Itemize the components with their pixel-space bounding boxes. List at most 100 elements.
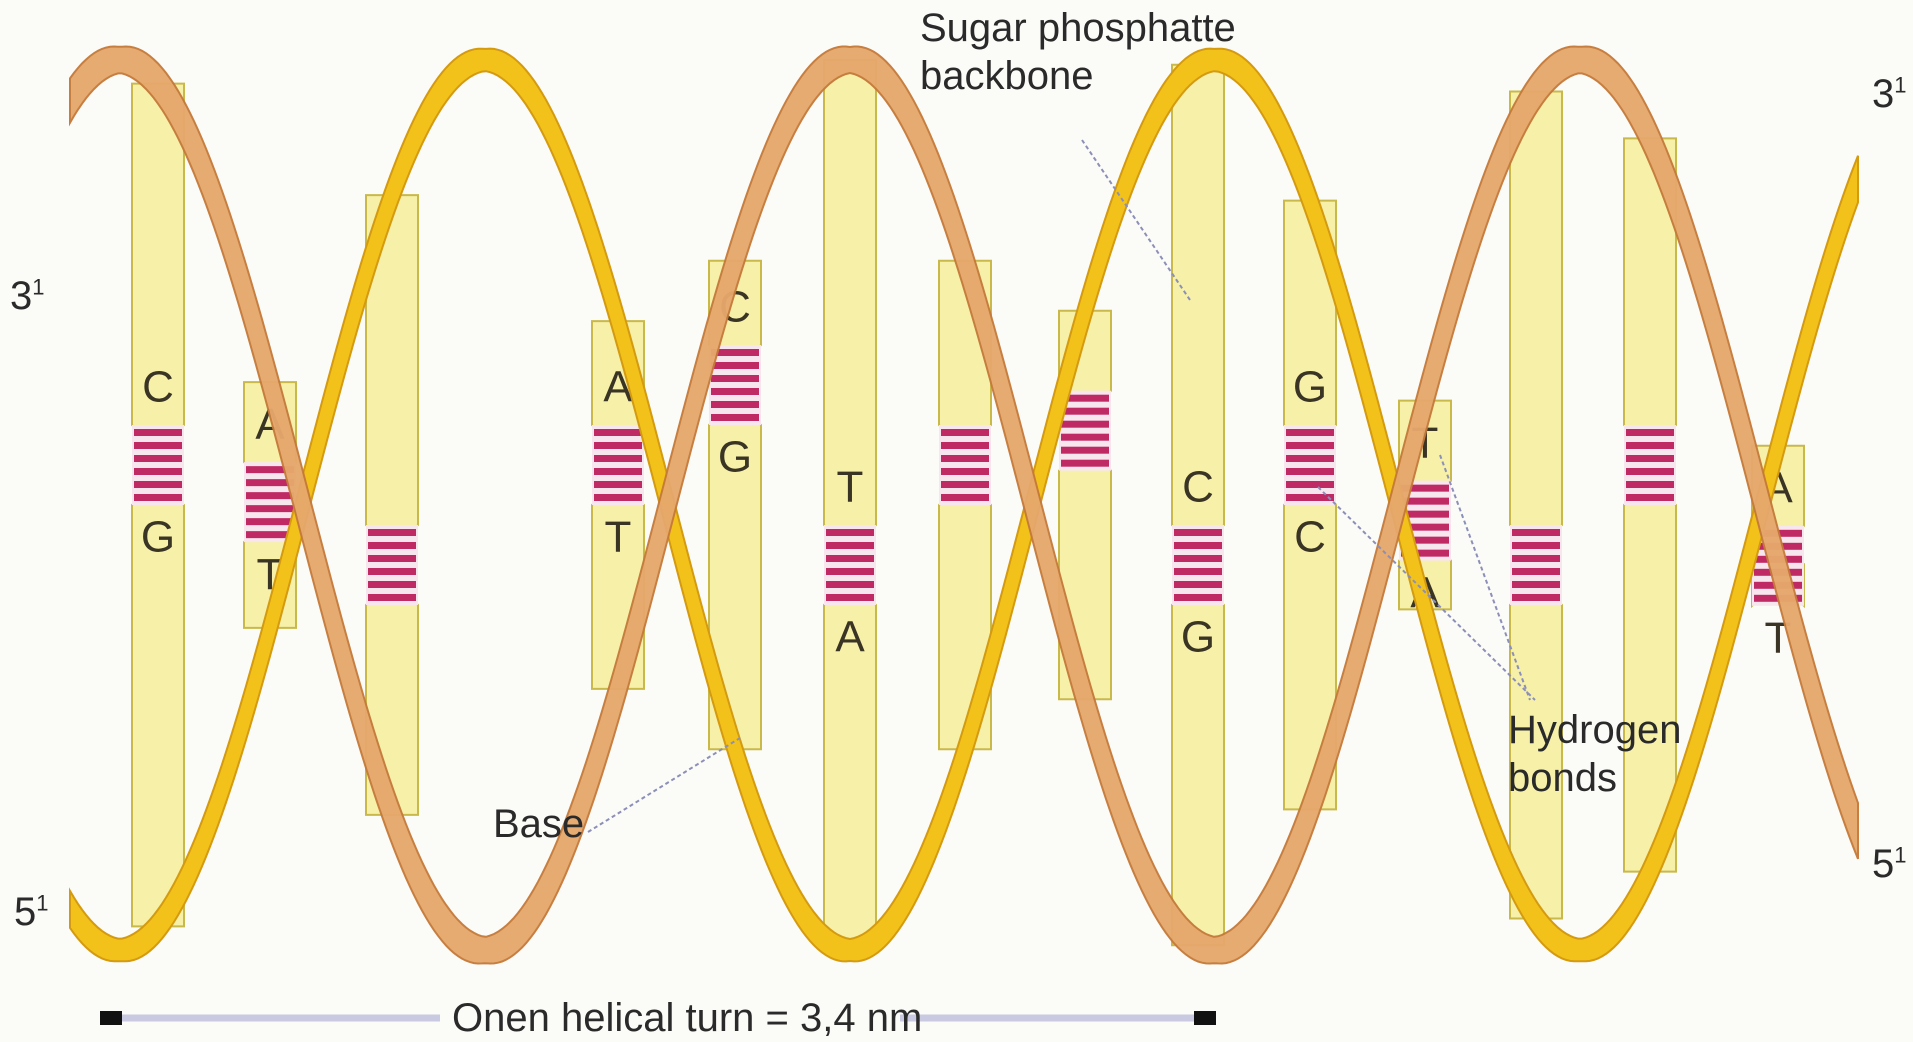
hydrogen-bond-stripe — [711, 362, 759, 369]
hydrogen-bonds — [1624, 425, 1676, 505]
base-letter-bottom: G — [1181, 613, 1215, 662]
base-label: Base — [493, 800, 584, 848]
hydrogen-bond-stripe — [941, 455, 989, 462]
hydrogen-bond-stripe — [1061, 408, 1109, 415]
hydrogen-bond-stripe — [594, 429, 642, 436]
hydrogen-bond-stripe — [941, 494, 989, 501]
base-letter-top: G — [1293, 363, 1327, 412]
base-pair: TA — [824, 60, 876, 950]
hydrogen-bond-stripe — [1174, 542, 1222, 549]
hydrogen-bond-stripe — [594, 455, 642, 462]
hydrogen-bond-stripe — [1061, 421, 1109, 428]
hydrogen-bonds — [1172, 525, 1224, 605]
base-pair: CG — [132, 84, 184, 927]
hydrogen-bond-stripe — [1174, 555, 1222, 562]
hydrogen-bond-stripe — [1626, 494, 1674, 501]
hydrogen-bond-stripe — [1626, 455, 1674, 462]
hydrogen-bonds — [1510, 525, 1562, 605]
hydrogen-bond-stripe — [1512, 594, 1560, 601]
hydrogen-bond-stripe — [1512, 568, 1560, 575]
base-letter-bottom: A — [835, 613, 865, 662]
hydrogen-bond-stripe — [134, 468, 182, 475]
hydrogen-bonds-label: Hydrogen bonds — [1508, 706, 1681, 802]
hydrogen-bond-stripe — [134, 455, 182, 462]
hydrogen-bond-stripe — [826, 542, 874, 549]
hydrogen-bond-stripe — [1286, 481, 1334, 488]
hydrogen-bond-stripe — [1061, 447, 1109, 454]
base-pointer — [588, 738, 740, 832]
base-letter-bottom: T — [605, 513, 632, 562]
hydrogen-bond-stripe — [368, 594, 416, 601]
base-letter-bottom: G — [141, 513, 175, 562]
hydrogen-bond-stripe — [1174, 594, 1222, 601]
base-letter-bottom: G — [718, 433, 752, 482]
hydrogen-bond-stripe — [711, 375, 759, 382]
hydrogen-bond-stripe — [1626, 481, 1674, 488]
base-letter-bottom: C — [1294, 513, 1326, 562]
hydrogen-bond-stripe — [134, 494, 182, 501]
backbone-label: Sugar phosphatte backbone — [920, 4, 1236, 100]
hydrogen-bond-stripe — [594, 442, 642, 449]
scale-end-left — [100, 1011, 122, 1025]
hydrogen-bond-stripe — [826, 555, 874, 562]
hydrogen-bond-stripe — [711, 414, 759, 421]
hydrogen-bonds — [939, 425, 991, 505]
hydrogen-bond-stripe — [1512, 581, 1560, 588]
hydrogen-bond-stripe — [1061, 434, 1109, 441]
hydrogen-bond-stripe — [711, 401, 759, 408]
hydrogen-bond-stripe — [594, 481, 642, 488]
base-pair: GC — [1284, 201, 1336, 810]
base-letter-top: C — [142, 363, 174, 412]
hydrogen-bond-stripe — [368, 555, 416, 562]
base-letter-top: T — [837, 463, 864, 512]
scale-end-right — [1194, 1011, 1216, 1025]
strand-end-right-bottom: 51 — [1872, 840, 1907, 888]
hydrogen-bond-stripe — [594, 468, 642, 475]
hydrogen-bond-stripe — [368, 568, 416, 575]
hydrogen-bond-stripe — [1174, 529, 1222, 536]
hydrogen-bond-stripe — [1174, 581, 1222, 588]
hydrogen-bond-stripe — [1626, 468, 1674, 475]
strand-end-right-top: 31 — [1872, 70, 1907, 118]
base-top — [1510, 92, 1562, 551]
hydrogen-bond-stripe — [1512, 529, 1560, 536]
base-pair — [366, 195, 418, 815]
hydrogen-bond-stripe — [826, 529, 874, 536]
hydrogen-bond-stripe — [246, 492, 294, 499]
hydrogen-bond-stripe — [1626, 442, 1674, 449]
hydrogen-bond-stripe — [1512, 542, 1560, 549]
hydrogen-bond-stripe — [594, 494, 642, 501]
hydrogen-bonds — [824, 525, 876, 605]
hydrogen-bond-stripe — [134, 481, 182, 488]
hydrogen-bond-stripe — [1286, 468, 1334, 475]
hydrogen-bond-stripe — [1512, 555, 1560, 562]
strand-end-left-top: 31 — [10, 272, 45, 320]
hydrogen-bond-stripe — [941, 429, 989, 436]
hydrogen-bond-stripe — [826, 568, 874, 575]
hydrogen-bonds — [366, 525, 418, 605]
hydrogen-bond-stripe — [826, 594, 874, 601]
base-pair: CG — [1172, 65, 1224, 945]
base-letter-top: C — [1182, 463, 1214, 512]
hydrogen-bond-stripe — [368, 529, 416, 536]
hydrogen-bond-stripe — [1286, 455, 1334, 462]
hydrogen-bonds — [1284, 425, 1336, 505]
helical-turn-label: Onen helical turn = 3,4 nm — [452, 994, 922, 1042]
hydrogen-bond-stripe — [941, 481, 989, 488]
hydrogen-bond-stripe — [368, 581, 416, 588]
hydrogen-bonds — [132, 425, 184, 505]
hydrogen-bond-stripe — [941, 442, 989, 449]
hydrogen-bond-stripe — [1286, 429, 1334, 436]
hydrogen-bond-stripe — [711, 388, 759, 395]
hydrogen-bond-stripe — [826, 581, 874, 588]
hydrogen-bond-stripe — [246, 505, 294, 512]
hydrogen-bond-stripe — [1174, 568, 1222, 575]
strand-end-left-bottom: 51 — [14, 888, 49, 936]
hydrogen-bond-stripe — [134, 429, 182, 436]
hydrogen-bond-stripe — [1286, 442, 1334, 449]
hydrogen-bond-stripe — [368, 542, 416, 549]
hydrogen-bond-stripe — [1626, 429, 1674, 436]
hydrogen-bond-stripe — [1286, 494, 1334, 501]
